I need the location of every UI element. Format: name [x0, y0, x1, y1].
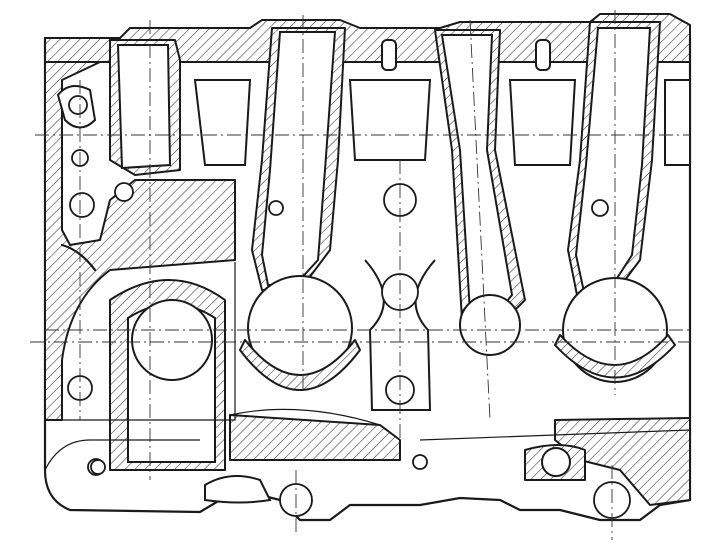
crank-bores — [239, 275, 676, 391]
left-cylinder-pocket — [109, 279, 226, 471]
cylinder-bore-icon — [131, 299, 213, 381]
coolant-windows — [193, 79, 691, 166]
oil-drilling-icon — [535, 39, 551, 71]
bolt-hole-icon — [90, 459, 106, 475]
cylinder-3 — [434, 29, 526, 321]
lower-bosses — [90, 414, 691, 519]
plug-icon — [541, 447, 571, 477]
gallery-bore-icon — [68, 95, 88, 115]
cylinder-2 — [251, 27, 346, 291]
structural-lines — [44, 243, 691, 471]
bolt-hole-icon — [412, 454, 428, 470]
cylinder-4 — [567, 21, 661, 301]
oil-drilling-icon — [381, 39, 397, 71]
centerlines — [30, 10, 690, 540]
bolt-hole-icon — [69, 192, 95, 218]
oil-drillings — [381, 39, 551, 71]
bolt-hole-icon — [114, 182, 134, 202]
bolt-hole-icon — [591, 199, 609, 217]
bolt-hole-icon — [268, 200, 284, 216]
cylinder-1 — [109, 39, 181, 176]
main-bearing-bore-icon — [459, 294, 521, 356]
